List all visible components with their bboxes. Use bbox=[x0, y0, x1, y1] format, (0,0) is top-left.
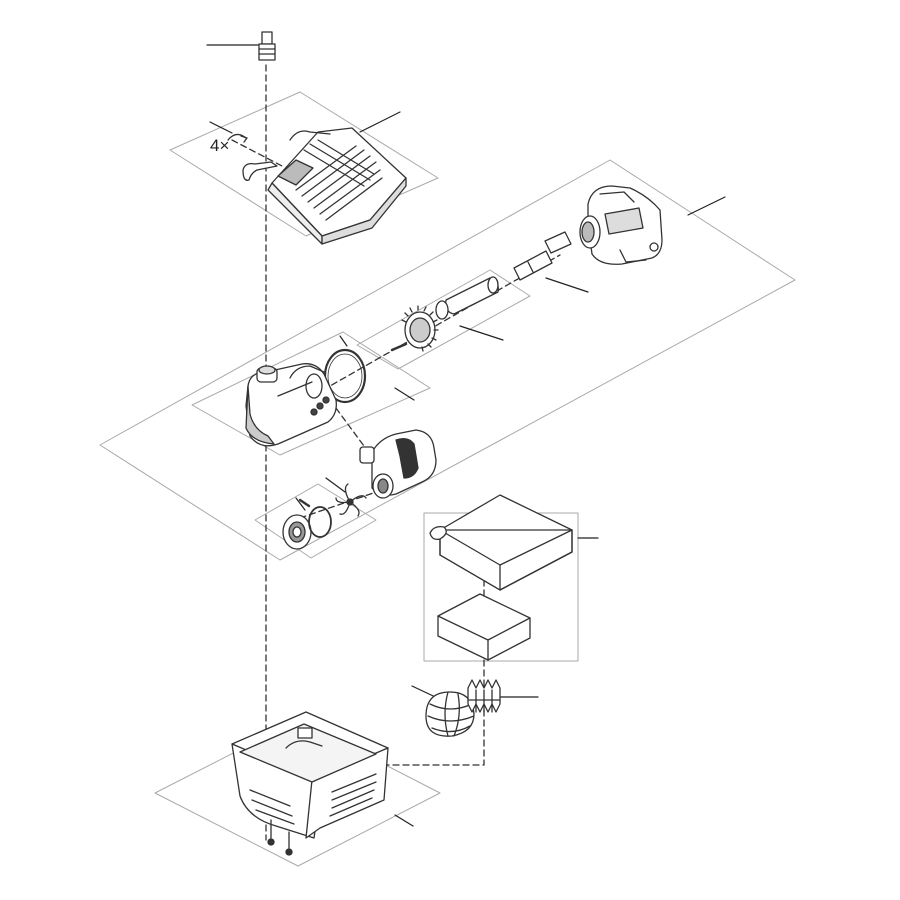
base-part bbox=[231, 711, 389, 839]
leader-cover bbox=[359, 111, 401, 133]
screws-part bbox=[267, 819, 293, 856]
axis-shaft bbox=[322, 254, 561, 391]
leader-magnet bbox=[459, 325, 504, 341]
rotor-sleeve-part bbox=[435, 276, 499, 320]
magnet-gear-part bbox=[390, 305, 439, 352]
leader-clip bbox=[209, 121, 233, 134]
panel-pump-assembly bbox=[99, 159, 796, 561]
prefilter-dome-part bbox=[425, 691, 475, 737]
leader-impeller bbox=[325, 477, 346, 493]
panel-cover bbox=[169, 91, 439, 237]
outlet-nozzle-part bbox=[258, 31, 276, 61]
prefilter-star-part bbox=[467, 679, 501, 713]
impeller-part bbox=[335, 483, 367, 517]
impeller-cover-part bbox=[282, 498, 332, 550]
leader-base bbox=[394, 814, 414, 827]
motor-part bbox=[579, 185, 663, 265]
quantity-label: 4× bbox=[210, 136, 230, 155]
group-panels bbox=[99, 91, 796, 867]
outlet-elbow-part bbox=[359, 429, 437, 499]
panel-impeller bbox=[254, 483, 377, 559]
axis-housing-outlet bbox=[329, 399, 379, 466]
panel-shaft bbox=[356, 269, 531, 370]
leader-lines bbox=[206, 44, 726, 827]
leader-shaft bbox=[545, 277, 589, 293]
sponge-large-part bbox=[429, 494, 573, 591]
pump-housing-part bbox=[245, 363, 337, 447]
sponge-small-part bbox=[437, 593, 531, 661]
cover-clip-part bbox=[227, 133, 278, 181]
leader-motor bbox=[687, 196, 726, 216]
panel-housing bbox=[191, 331, 431, 456]
leader-impeller-cover bbox=[295, 497, 306, 511]
axis-cover-clip bbox=[231, 139, 283, 167]
leader-oring bbox=[339, 335, 348, 347]
leader-housing bbox=[394, 387, 415, 401]
shaft-part bbox=[513, 231, 572, 281]
cover-part bbox=[267, 127, 407, 245]
